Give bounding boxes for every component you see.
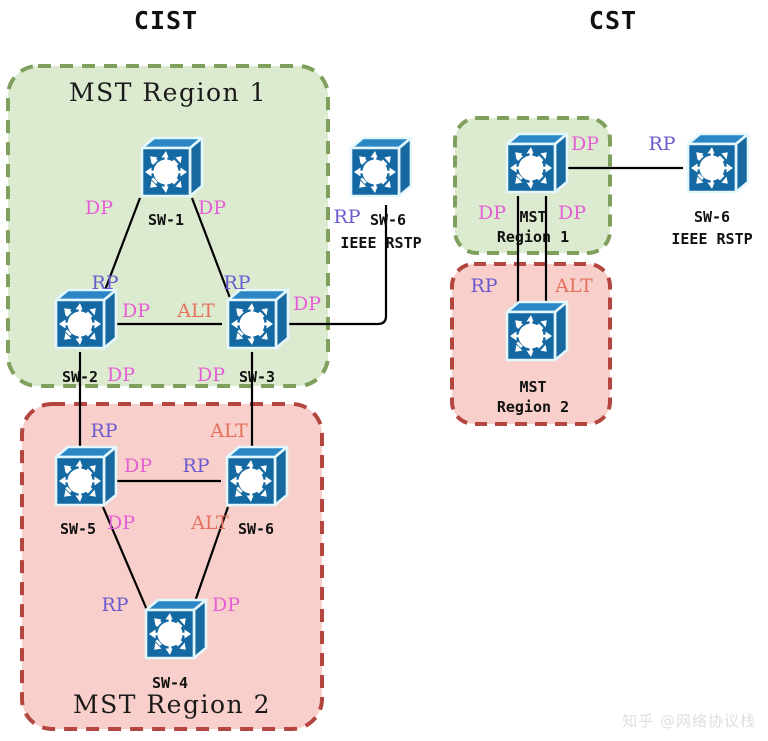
node-sw3-label: SW-3	[239, 368, 275, 386]
cst-title: CST	[589, 6, 637, 35]
switch-icon	[505, 300, 569, 362]
node-right-region1-switch[interactable]	[505, 132, 569, 194]
port-label-dp-sw1-left: DP	[85, 197, 113, 219]
right-region-2-label-line2: Region 2	[497, 398, 569, 416]
cist-title: CIST	[134, 6, 198, 35]
node-sw2-label: SW-2	[62, 368, 98, 386]
node-sw6-rstp-right-label: SW-6	[694, 208, 730, 226]
node-sw5-label: SW-5	[60, 520, 96, 538]
port-label-dp-sw4-right: DP	[212, 594, 240, 616]
node-sw6-rstp-right-sublabel: IEEE RSTP	[671, 230, 752, 248]
switch-icon	[505, 132, 569, 194]
switch-icon	[54, 288, 118, 350]
port-label-dp-sw2-right: DP	[122, 300, 150, 322]
link-sw6-sw4	[190, 506, 230, 611]
port-label-alt-sw3-left: ALT	[176, 300, 215, 322]
node-sw6-rstp-left-label: SW-6	[370, 211, 406, 229]
node-sw6-region2-label: SW-6	[238, 520, 274, 538]
switch-icon	[54, 445, 118, 507]
port-label-rp-right-region2: RP	[470, 275, 497, 297]
port-label-dp-sw1-right: DP	[198, 197, 226, 219]
port-label-dp-sw3-down: DP	[197, 364, 225, 386]
node-sw3[interactable]: SW-3	[226, 288, 290, 386]
node-sw5[interactable]: SW-5	[54, 445, 118, 538]
node-sw1-label: SW-1	[148, 211, 184, 229]
port-label-dp-sw5-right: DP	[124, 455, 152, 477]
port-label-rp-right-sw6: RP	[648, 133, 675, 155]
link-sw1-sw2	[100, 197, 142, 299]
node-sw1[interactable]: SW-1	[140, 136, 204, 229]
link-sw3-sw6-rstp	[282, 205, 388, 326]
node-sw6-region2[interactable]: SW-6	[225, 445, 289, 538]
node-sw6-rstp-left-sublabel: IEEE RSTP	[340, 234, 421, 252]
zhihu-watermark: 知乎 @网络协议栈	[622, 712, 756, 730]
port-label-rp-sw5-up: RP	[90, 420, 117, 442]
switch-icon	[226, 288, 290, 350]
port-label-dp-sw2-down: DP	[107, 364, 135, 386]
right-region-1-label-line1: MST	[519, 208, 546, 226]
left-port-labels: DP DP RP RP DP ALT DP DP DP RP ALT DP RP…	[85, 197, 361, 616]
port-label-dp-sw5-down: DP	[107, 512, 135, 534]
right-port-labels: DP RP DP DP RP ALT	[470, 133, 675, 297]
port-label-dp-right-region1-east: DP	[571, 133, 599, 155]
port-label-rp-sw6-left: RP	[182, 455, 209, 477]
node-sw6-rstp-left[interactable]: SW-6 IEEE RSTP	[340, 136, 422, 252]
left-region-2-label: MST Region 2	[73, 690, 271, 719]
port-label-rp-sw3-up: RP	[223, 272, 250, 294]
switch-icon	[349, 136, 413, 198]
port-label-rp-sw2-up: RP	[91, 272, 118, 294]
node-right-region2-switch[interactable]	[505, 300, 569, 362]
node-sw6-rstp-right[interactable]: SW-6 IEEE RSTP	[671, 132, 753, 248]
switch-icon	[144, 598, 208, 660]
link-sw1-sw3	[190, 197, 232, 299]
switch-icon	[686, 132, 750, 194]
port-label-rp-sw4-left: RP	[101, 594, 128, 616]
port-label-alt-sw6-up: ALT	[209, 420, 248, 442]
left-links	[78, 197, 388, 611]
port-label-alt-sw6-down: ALT	[190, 512, 229, 534]
link-sw5-sw4	[101, 506, 149, 611]
left-region-1-label: MST Region 1	[69, 78, 267, 107]
right-region-1-label-line2: Region 1	[497, 228, 569, 246]
right-region-2-label-line1: MST	[519, 378, 546, 396]
switch-icon	[140, 136, 204, 198]
port-label-dp-right-region1-sw: DP	[478, 202, 506, 224]
port-label-alt-right-region2: ALT	[554, 275, 593, 297]
right-links	[516, 166, 683, 308]
port-label-dp-right-region1-se: DP	[558, 202, 586, 224]
node-sw4-label: SW-4	[152, 674, 188, 692]
node-sw4[interactable]: SW-4	[144, 598, 208, 692]
switch-icon	[225, 445, 289, 507]
port-label-dp-sw3-right: DP	[293, 293, 321, 315]
port-label-rp-sw6-rstp: RP	[333, 206, 360, 228]
node-sw2[interactable]: SW-2	[54, 288, 118, 386]
